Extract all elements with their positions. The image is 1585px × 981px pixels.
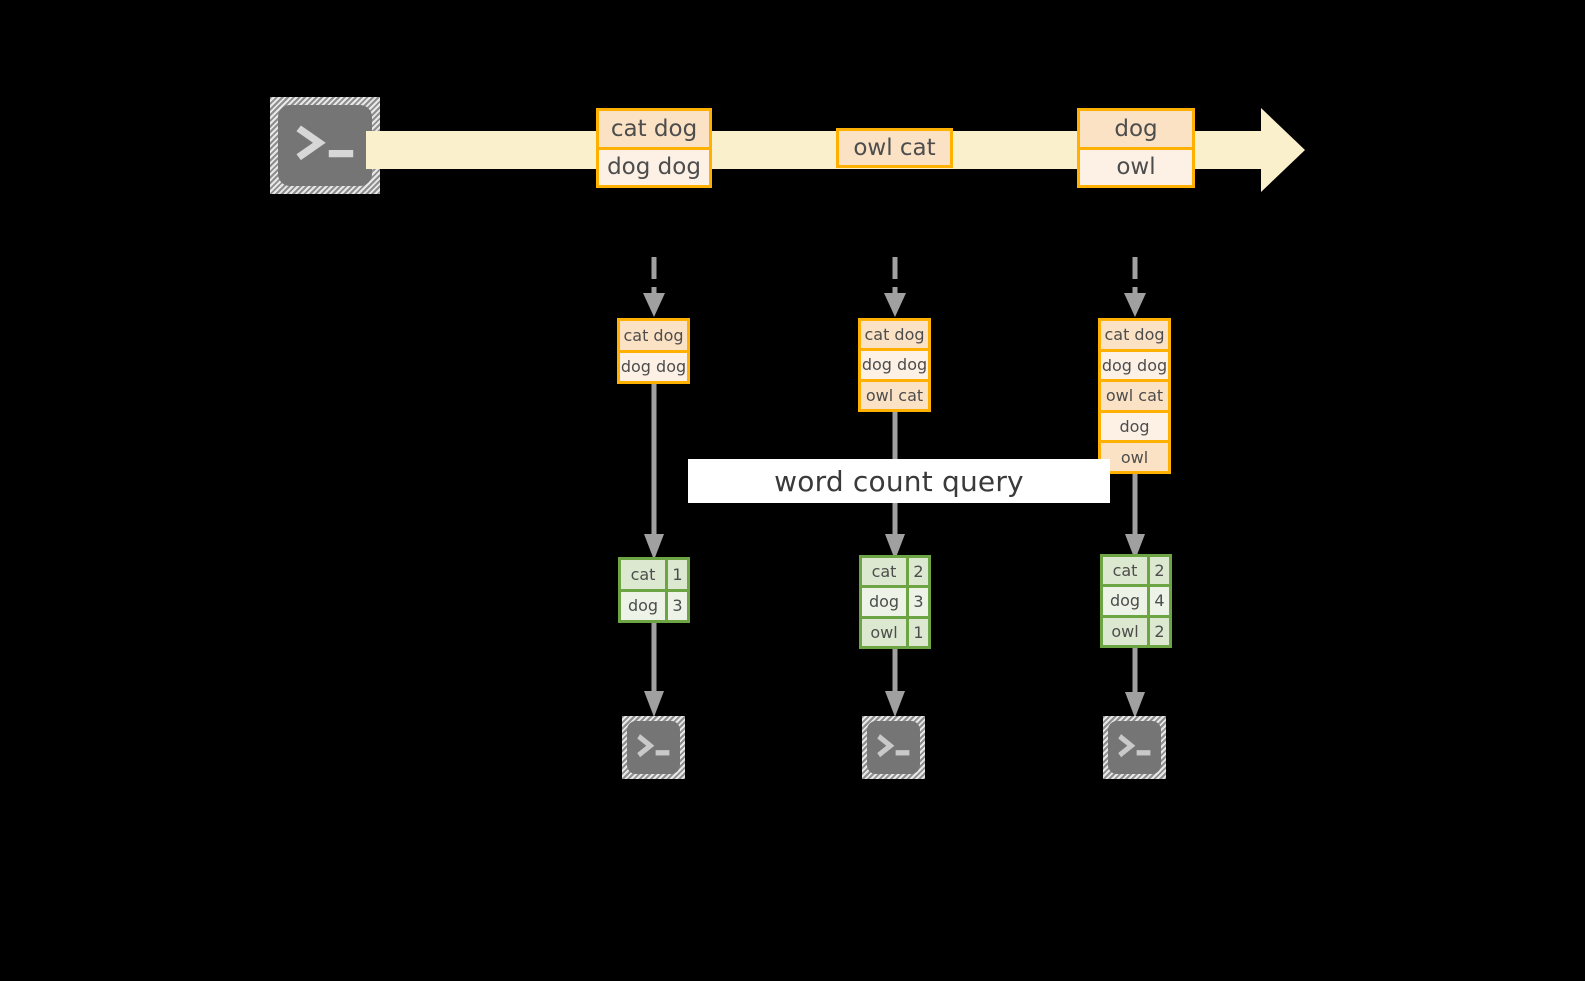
terminal-prompt-icon [296, 125, 354, 161]
table-row: dog 4 [1103, 584, 1169, 615]
result-word: cat [1112, 561, 1138, 581]
terminal-icon [622, 716, 685, 779]
terminal-icon [862, 716, 925, 779]
result-count: 3 [665, 591, 687, 620]
result-word: owl [870, 622, 898, 642]
terminal-screen [1108, 721, 1161, 774]
log-line: cat dog [861, 321, 928, 349]
log-line: dog dog [620, 349, 687, 381]
result-table: cat 2 dog 3 owl 1 [859, 555, 931, 649]
log-line: dog dog [861, 348, 928, 379]
table-row: cat 1 [621, 560, 687, 589]
stream-message-line: owl cat [839, 131, 950, 165]
stream-message-line: dog dog [599, 146, 709, 185]
result-word: owl [1111, 621, 1139, 641]
query-arrow-icon [643, 384, 665, 562]
dashed-down-arrow-icon [640, 255, 668, 321]
log-line: dog [1101, 409, 1168, 441]
log-line: owl cat [1101, 379, 1168, 410]
log-line: cat dog [1101, 321, 1168, 349]
output-arrow-icon [884, 649, 906, 719]
result-word: dog [627, 596, 659, 616]
terminal-icon [1103, 716, 1166, 779]
query-arrow-icon [1124, 474, 1146, 562]
log-line: cat dog [620, 321, 687, 350]
dashed-down-arrow-icon [1121, 255, 1149, 321]
table-row: owl 1 [862, 615, 928, 646]
result-count: 3 [906, 588, 928, 616]
result-count: 1 [906, 618, 928, 646]
table-row: cat 2 [862, 558, 928, 586]
stream-arrow-icon [366, 106, 1306, 194]
table-row: cat 2 [1103, 557, 1169, 585]
log-line: dog dog [1101, 348, 1168, 380]
query-label: word count query [688, 459, 1110, 503]
result-word: cat [871, 562, 897, 582]
dashed-down-arrow-icon [881, 255, 909, 321]
result-count: 4 [1147, 587, 1169, 615]
terminal-prompt-icon [877, 734, 910, 758]
stream-message-line: cat dog [599, 111, 709, 147]
terminal-screen [278, 105, 372, 186]
snapshot-log-stack: cat dog dog dog owl cat [858, 318, 931, 412]
result-count: 1 [665, 560, 687, 589]
stream-message: dog owl [1077, 108, 1195, 188]
table-row: dog 3 [862, 585, 928, 616]
terminal-screen [867, 721, 920, 774]
terminal-icon [270, 97, 380, 194]
result-table: cat 2 dog 4 owl 2 [1100, 554, 1172, 648]
table-row: owl 2 [1103, 614, 1169, 645]
terminal-prompt-icon [637, 734, 670, 758]
terminal-prompt-icon [1118, 734, 1151, 758]
stream-message-line: dog [1080, 111, 1192, 147]
output-arrow-icon [1124, 648, 1146, 720]
result-word: dog [868, 592, 900, 612]
stream-message: owl cat [836, 128, 953, 168]
result-table: cat 1 dog 3 [618, 557, 690, 623]
result-word: cat [630, 564, 656, 584]
result-word: dog [1109, 591, 1141, 611]
log-line: owl cat [861, 378, 928, 409]
result-count: 2 [1147, 617, 1169, 645]
result-count: 2 [1147, 557, 1169, 585]
snapshot-log-stack: cat dog dog dog owl cat dog owl [1098, 318, 1171, 474]
stream-message: cat dog dog dog [596, 108, 712, 188]
terminal-screen [627, 721, 680, 774]
table-row: dog 3 [621, 588, 687, 620]
output-arrow-icon [643, 623, 665, 719]
result-count: 2 [906, 558, 928, 586]
snapshot-log-stack: cat dog dog dog [617, 318, 690, 384]
log-line: owl [1101, 440, 1168, 471]
stream-message-line: owl [1080, 146, 1192, 185]
